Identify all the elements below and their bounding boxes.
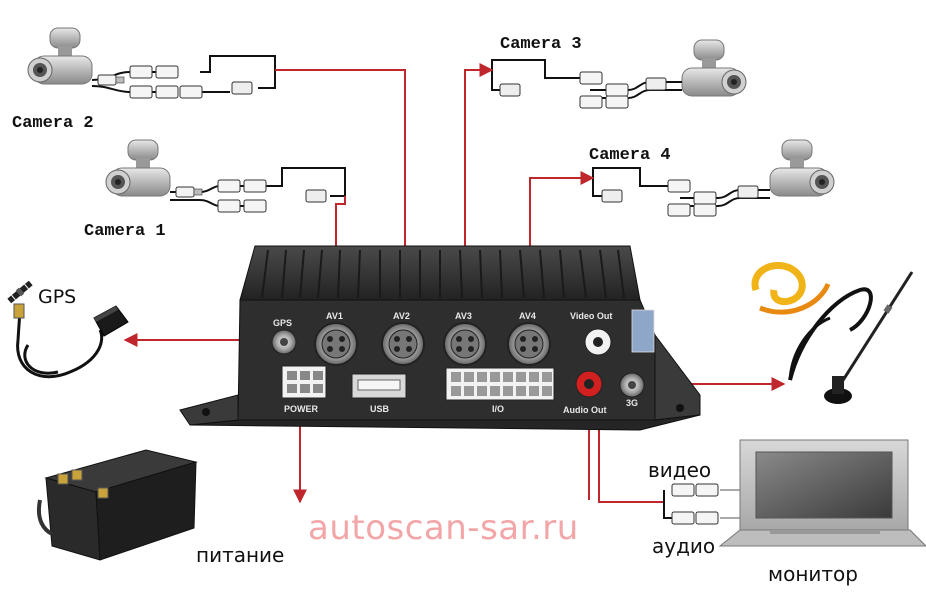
dvr-av1-label: AV1 [326,311,343,321]
gps-satellite-icon [7,280,33,304]
camera-2-plugs [97,65,253,99]
battery [37,449,198,561]
camera-2 [27,27,93,85]
camera-4-plugs [601,179,759,217]
gps-port [271,329,297,355]
av4-port [507,322,551,366]
camera-4-label: Camera 4 [589,146,671,165]
video-out-port [584,328,612,356]
monitor [718,439,926,547]
monitor-label: монитор [768,562,858,586]
dvr-av2-label: AV2 [393,311,410,321]
dvr-power-label: POWER [284,404,319,414]
3g-port [619,372,645,398]
power-port [281,365,327,399]
audio-out-port [575,370,603,398]
dvr-av3-label: AV3 [455,311,472,321]
3g-logo-icon [751,262,831,315]
camera-4 [769,139,835,197]
dvr-video-out-label: Video Out [570,311,613,321]
camera-3-label: Camera 3 [500,35,582,54]
gps-label: GPS [38,286,77,308]
dvr-io-label: I/O [492,404,505,414]
3g-antenna [788,271,914,404]
camera-3 [681,39,747,97]
dvr-unit [179,245,701,431]
av2-port [381,322,425,366]
audio-label: аудио [652,534,716,558]
usb-port [351,373,407,399]
video-label: видео [648,458,712,482]
camera-2-label: Camera 2 [12,114,94,133]
camera-1 [105,139,171,197]
camera-3-plugs [499,71,667,109]
watermark: autoscan-sar.ru [308,508,579,548]
dvr-gps-label: GPS [273,318,293,328]
dvr-av4-label: AV4 [519,311,536,321]
io-port [445,367,555,401]
dvr-3g-label: 3G [626,398,639,408]
rca-cable-to-monitor [663,483,749,525]
camera-1-plugs [175,179,327,213]
power-label: питание [196,543,285,567]
av1-port [314,322,358,366]
camera-1-label: Camera 1 [84,222,166,241]
gps-antenna [13,303,129,379]
dvr-usb-label: USB [370,404,390,414]
av3-port [443,322,487,366]
dvr-audio-out-label: Audio Out [563,405,607,415]
